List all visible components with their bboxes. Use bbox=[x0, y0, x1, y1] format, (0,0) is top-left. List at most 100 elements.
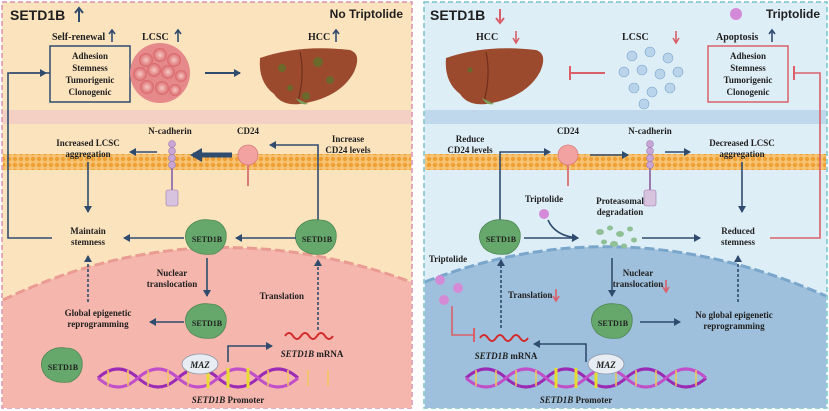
increase-cd24-line-2: CD24 levels bbox=[325, 145, 371, 155]
left-phenotype-box bbox=[49, 45, 131, 103]
no-global-line-2: reprogramming bbox=[703, 321, 765, 331]
right-nuclear-line-1: Nuclear bbox=[623, 268, 654, 278]
right-apoptosis-label: Apoptosis bbox=[716, 32, 758, 43]
right-transcription-arrow bbox=[533, 340, 587, 362]
maintain-line-1: Maintain bbox=[70, 226, 106, 236]
right-triptolide-left-icon-2 bbox=[453, 283, 463, 293]
right-maz-label: MAZ bbox=[595, 360, 616, 370]
right-divider-band bbox=[425, 110, 826, 124]
left-maz-label: MAZ bbox=[189, 360, 210, 370]
right-feedback-inhibit-line bbox=[770, 72, 821, 239]
right-header-condition: Triptolide bbox=[766, 7, 820, 21]
right-triptolide-top-label: Triptolide bbox=[525, 194, 563, 204]
no-global-line-1: No global epigenetic bbox=[695, 310, 773, 320]
increase-cd24-arrow bbox=[269, 141, 319, 222]
decreased-lcsc-line-1: Decreased LCSC bbox=[709, 138, 775, 148]
right-triptolide-top-icon bbox=[539, 209, 549, 219]
right-setd1b-protein-icon bbox=[479, 219, 521, 255]
left-setd1b-free-icon bbox=[41, 347, 83, 383]
left-setd1b-protein-icon bbox=[185, 219, 227, 255]
right-cell-membrane bbox=[425, 154, 826, 170]
reduce-cd24-line-1: Reduce bbox=[456, 134, 485, 144]
left-box-line-3: Tumorigenic bbox=[66, 75, 115, 85]
proteasomal-line-2: degradation bbox=[597, 207, 644, 217]
right-nuclear-down-arrow-icon bbox=[662, 280, 670, 294]
left-lcsc-up-arrow-icon bbox=[174, 28, 182, 42]
left-nuclear-line-1: Nuclear bbox=[157, 268, 188, 278]
increase-cd24-line-1: Increase bbox=[332, 134, 364, 144]
right-cd24-receptor-icon bbox=[557, 144, 579, 186]
left-setd1b-label-middle: SETD1B bbox=[192, 235, 223, 244]
right-ncadherin-label: N-cadherin bbox=[628, 126, 672, 136]
left-setd1b-label-free: SETD1B bbox=[48, 363, 79, 372]
right-translation-label: Translation bbox=[508, 290, 552, 300]
left-box-line-4: Clonogenic bbox=[68, 87, 111, 97]
right-box-line-3: Tumorigenic bbox=[724, 75, 773, 85]
right-setd1b-nuclear-label: SETD1B bbox=[598, 319, 629, 328]
right-box-line-2: Stemness bbox=[730, 63, 766, 73]
left-header-up-arrow-icon bbox=[74, 6, 84, 22]
right-mrna-label: SETD1B mRNA bbox=[475, 351, 538, 361]
right-triptolide-left-icon-3 bbox=[439, 295, 449, 305]
left-setd1b-protein-right-icon bbox=[295, 219, 337, 255]
left-nuclear-envelope bbox=[2, 246, 412, 302]
right-phenotype-box bbox=[707, 45, 789, 103]
left-global-line-1: Global epigenetic bbox=[65, 308, 132, 318]
right-hcc-label: HCC bbox=[476, 32, 498, 43]
left-cell-membrane bbox=[3, 154, 411, 170]
right-header-down-arrow-icon bbox=[495, 9, 505, 25]
right-hcc-down-arrow-icon bbox=[512, 31, 520, 45]
right-lcsc-down-arrow-icon bbox=[672, 31, 680, 45]
left-transcription-arrow bbox=[227, 342, 273, 362]
right-box-line-1: Adhesion bbox=[730, 51, 766, 61]
left-header-setd1b: SETD1B bbox=[10, 7, 65, 23]
right-lcsc-label: LCSC bbox=[622, 32, 649, 43]
right-triptolide-left-icon-1 bbox=[435, 275, 445, 285]
right-liver-icon bbox=[445, 48, 544, 105]
left-maz-factor-icon bbox=[181, 353, 219, 375]
left-ncadherin-receptor-icon bbox=[165, 140, 179, 207]
left-lcsc-label: LCSC bbox=[142, 32, 169, 43]
left-box-line-1: Adhesion bbox=[72, 51, 108, 61]
right-dna-helix-icon bbox=[464, 367, 708, 389]
lcsc-sphere-icon bbox=[130, 43, 190, 103]
left-ncadherin-label: N-cadherin bbox=[148, 126, 192, 136]
triptolide-inhibit-mrna-line bbox=[451, 306, 474, 336]
left-liver-tumor-icon bbox=[259, 48, 358, 105]
left-mrna-strand-icon bbox=[284, 332, 334, 340]
increased-lcsc-line-1: Increased LCSC bbox=[56, 138, 120, 148]
degraded-protein-fragments-icon bbox=[596, 225, 637, 249]
right-ncadherin-receptor-icon bbox=[643, 140, 657, 207]
left-divider-band bbox=[3, 110, 411, 124]
right-setd1b-label: SETD1B bbox=[486, 235, 517, 244]
left-global-line-2: reprogramming bbox=[67, 319, 129, 329]
reduce-cd24-line-2: CD24 levels bbox=[447, 145, 493, 155]
self-renewal-up-arrow-icon bbox=[108, 28, 116, 42]
right-header-setd1b: SETD1B bbox=[430, 7, 485, 23]
left-nuclear-line-2: translocation bbox=[147, 279, 198, 289]
left-cd24-label: CD24 bbox=[237, 126, 259, 136]
right-mrna-strand-icon bbox=[479, 334, 529, 342]
left-setd1b-label-nuclear: SETD1B bbox=[192, 319, 223, 328]
right-maz-factor-icon bbox=[587, 353, 625, 375]
left-box-line-2: Stemness bbox=[72, 63, 108, 73]
right-translation-down-arrow-icon bbox=[552, 289, 560, 303]
right-header-triptolide-icon bbox=[730, 8, 742, 20]
left-promoter-label: SETD1B Promoter bbox=[192, 395, 265, 405]
right-apoptosis-up-arrow-icon bbox=[768, 28, 776, 42]
proteasomal-line-1: Proteasomal bbox=[596, 196, 644, 206]
right-triptolide-left-label: Triptolide bbox=[429, 254, 467, 264]
decreased-lcsc-line-2: aggregation bbox=[719, 149, 764, 159]
left-hcc-up-arrow-icon bbox=[332, 28, 340, 42]
left-mrna-label: SETD1B mRNA bbox=[281, 349, 344, 359]
right-box-line-4: Clonogenic bbox=[726, 87, 769, 97]
reduce-cd24-arrow bbox=[499, 148, 551, 222]
reduced-line-1: Reduced bbox=[721, 226, 755, 236]
maintain-line-2: stemness bbox=[71, 237, 105, 247]
left-translation-label: Translation bbox=[260, 291, 304, 301]
right-cd24-label: CD24 bbox=[557, 126, 579, 136]
right-promoter-label: SETD1B Promoter bbox=[540, 395, 613, 405]
left-cd24-receptor-icon bbox=[237, 144, 259, 186]
